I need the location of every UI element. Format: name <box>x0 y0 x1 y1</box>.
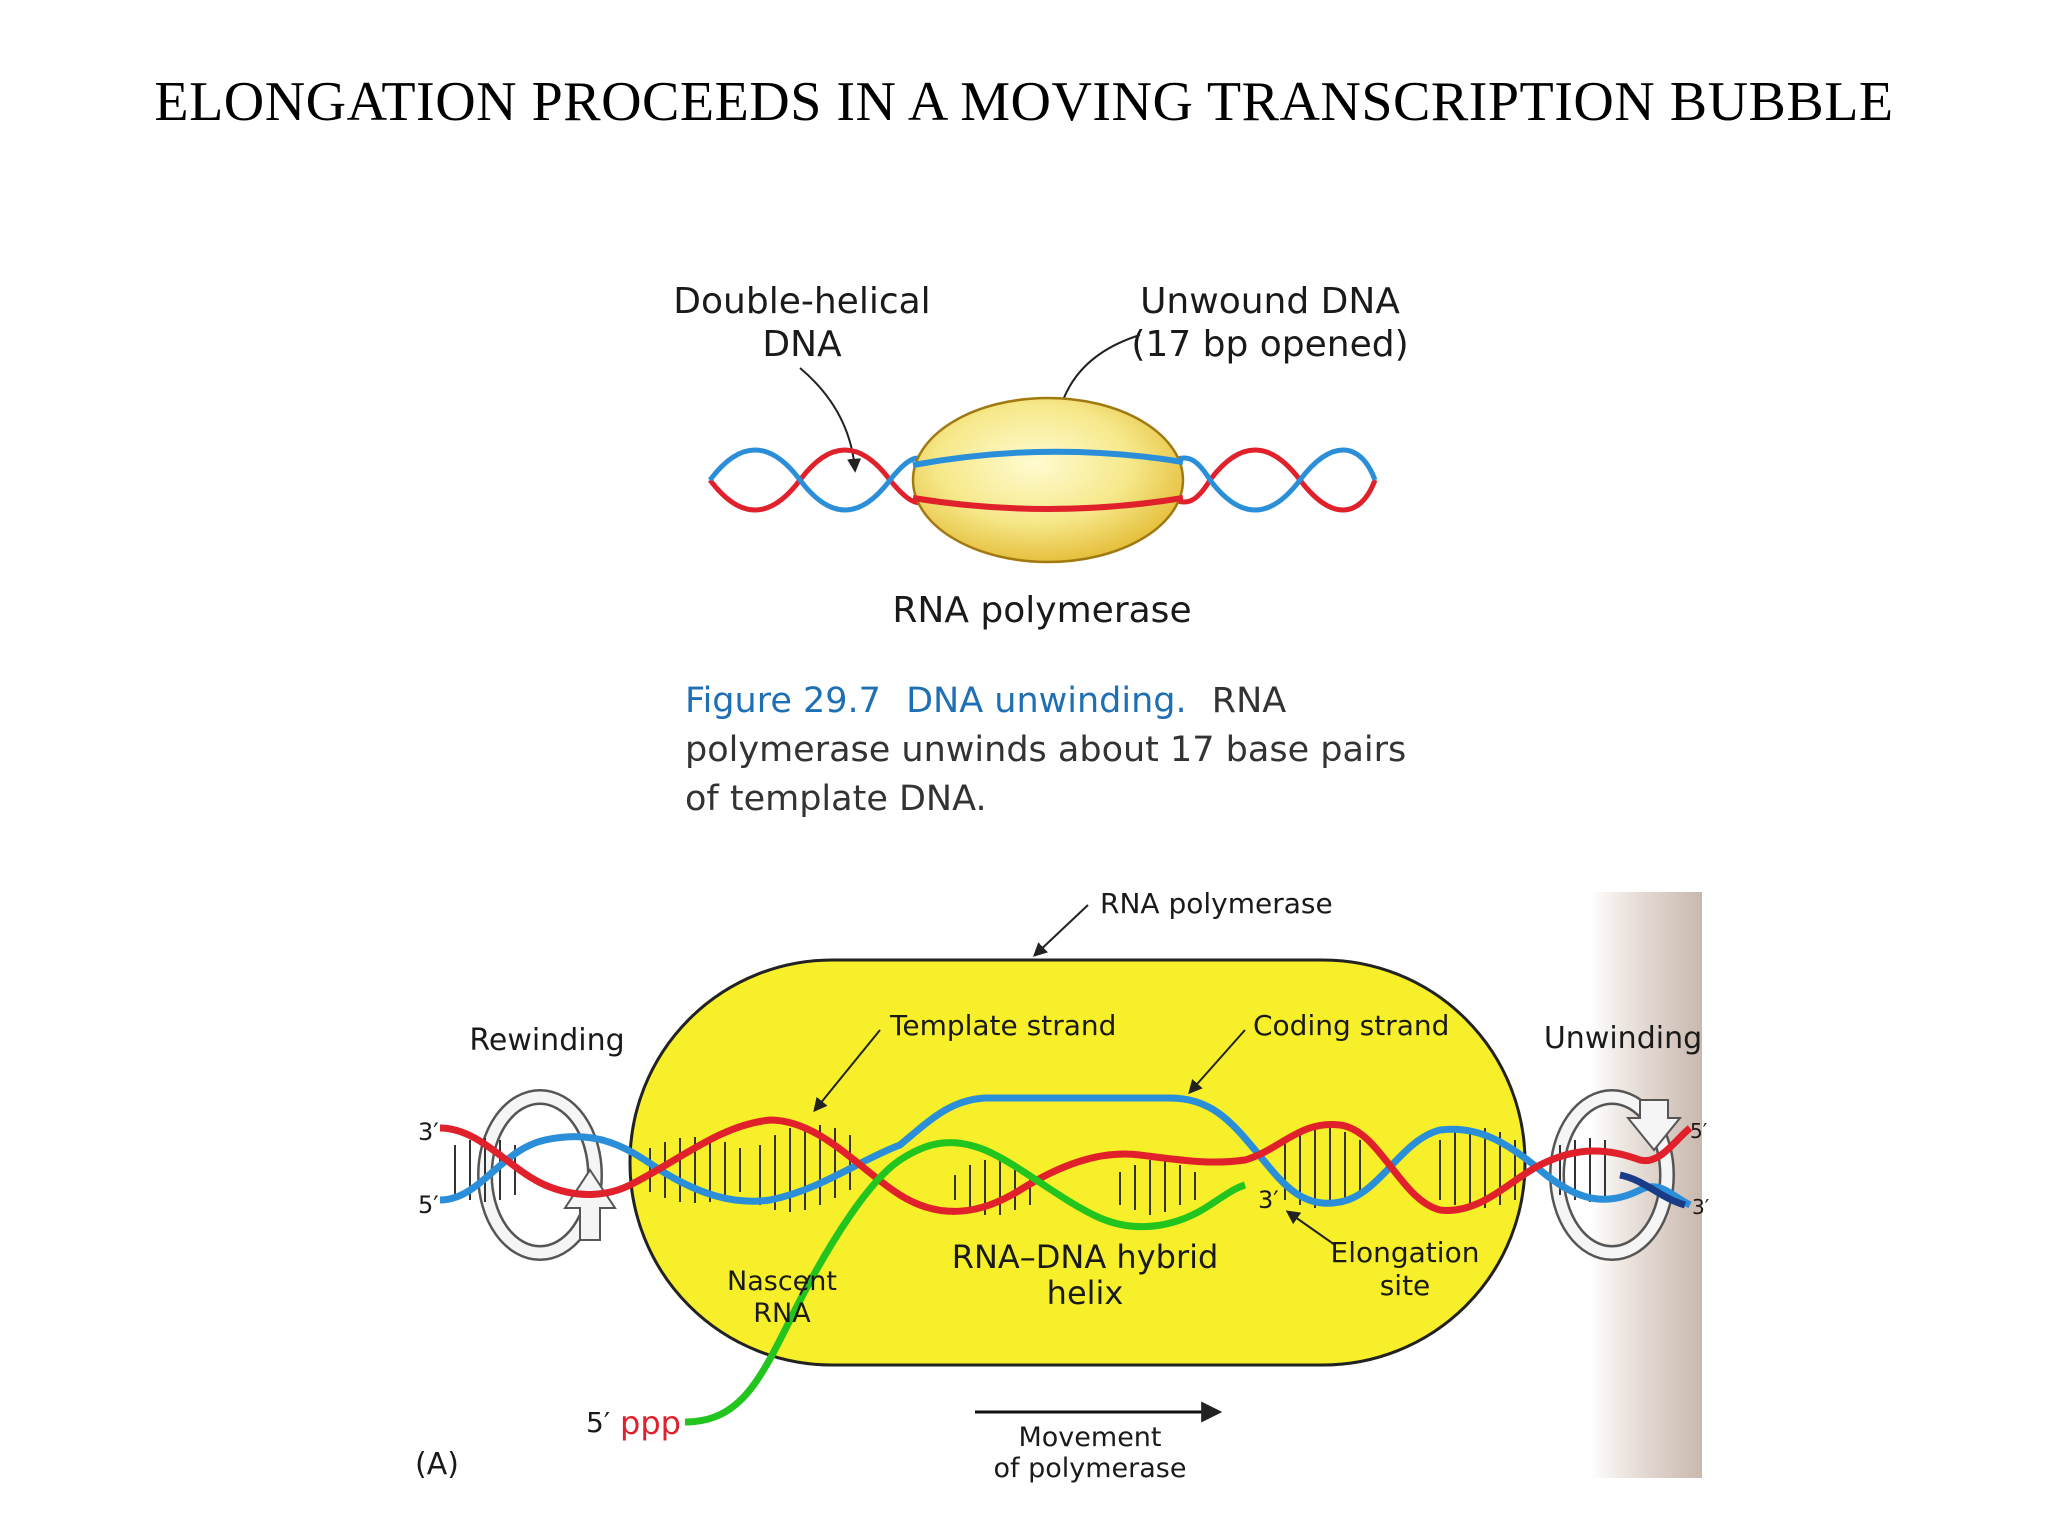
coding-strand-right-tail <box>1619 1171 1687 1209</box>
caption-line-3: of template DNA. <box>685 779 987 819</box>
dna-unwinding-figure: Double-helical DNA Unwound DNA (17 bp op… <box>673 281 1408 819</box>
label-ppp: ppp <box>620 1404 681 1442</box>
caption-line-2: polymerase unwinds about 17 base pairs <box>685 730 1406 770</box>
top-label-double-helical: Double-helical <box>673 281 930 322</box>
label-left-5prime: 5′ <box>418 1191 439 1219</box>
unwinding-arrow-icon <box>1549 1089 1683 1261</box>
label-hybrid: RNA–DNA hybrid <box>952 1238 1219 1276</box>
nascent-rna-strand <box>684 1139 1247 1426</box>
rewinding-arrow-icon <box>477 1089 617 1261</box>
right-helix-red <box>1168 447 1378 513</box>
label-rewinding: Rewinding <box>469 1023 624 1058</box>
caption-title: DNA unwinding. <box>906 681 1187 721</box>
template-strand-pointer <box>813 1029 881 1113</box>
label-elongation-3prime: 3′ <box>1258 1186 1279 1214</box>
unwound-blue-strand <box>912 448 1184 468</box>
caption-number: Figure 29.7 <box>685 681 881 721</box>
label-right-5prime: 5′ <box>1690 1119 1708 1143</box>
elongation-site-pointer <box>1285 1210 1336 1246</box>
top-polymerase-blob <box>911 396 1185 564</box>
label-movement: Movement <box>1018 1422 1161 1453</box>
label-movement-of-polymerase: of polymerase <box>994 1453 1187 1484</box>
bottom-label-polymerase: RNA polymerase <box>1100 887 1333 920</box>
top-label-17bp: (17 bp opened) <box>1131 324 1408 365</box>
top-label-unwound: Unwound DNA <box>1140 281 1400 322</box>
unwound-red-strand <box>912 495 1184 512</box>
label-nascent: Nascent <box>727 1266 837 1297</box>
label-hybrid-helix: helix <box>1047 1274 1124 1312</box>
slide-title: ELONGATION PROCEEDS IN A MOVING TRANSCRI… <box>154 71 1894 133</box>
label-elongation: Elongation <box>1331 1236 1480 1269</box>
label-left-3prime: 3′ <box>418 1118 439 1146</box>
label-template-strand: Template strand <box>889 1009 1116 1042</box>
panel-label: (A) <box>415 1447 459 1482</box>
top-label-polymerase: RNA polymerase <box>892 590 1191 631</box>
left-helix-blue <box>708 447 928 513</box>
label-elongation-site: site <box>1380 1269 1431 1302</box>
label-unwinding: Unwinding <box>1544 1021 1702 1056</box>
label-right-3prime: 3′ <box>1692 1195 1710 1219</box>
transcription-bubble-figure: RNA polymerase Template strand Coding st… <box>415 887 1710 1484</box>
nascent-rna-pointer <box>799 1274 811 1296</box>
coding-strand-pointer <box>1188 1029 1246 1095</box>
polymerase-pointer <box>1032 904 1089 957</box>
label-coding-strand: Coding strand <box>1253 1009 1449 1042</box>
top-label-dna: DNA <box>762 324 842 365</box>
caption-line-1: Figure 29.7 DNA unwinding. RNA <box>685 681 1286 721</box>
label-rna-5prime: 5′ <box>586 1406 610 1439</box>
left-helix-red <box>708 447 927 513</box>
label-nascent-rna: RNA <box>753 1298 811 1329</box>
caption-line1-rest: RNA <box>1212 681 1287 721</box>
right-helix-blue <box>1168 447 1378 513</box>
template-strand <box>439 1116 1693 1215</box>
double-helical-pointer <box>799 367 862 473</box>
